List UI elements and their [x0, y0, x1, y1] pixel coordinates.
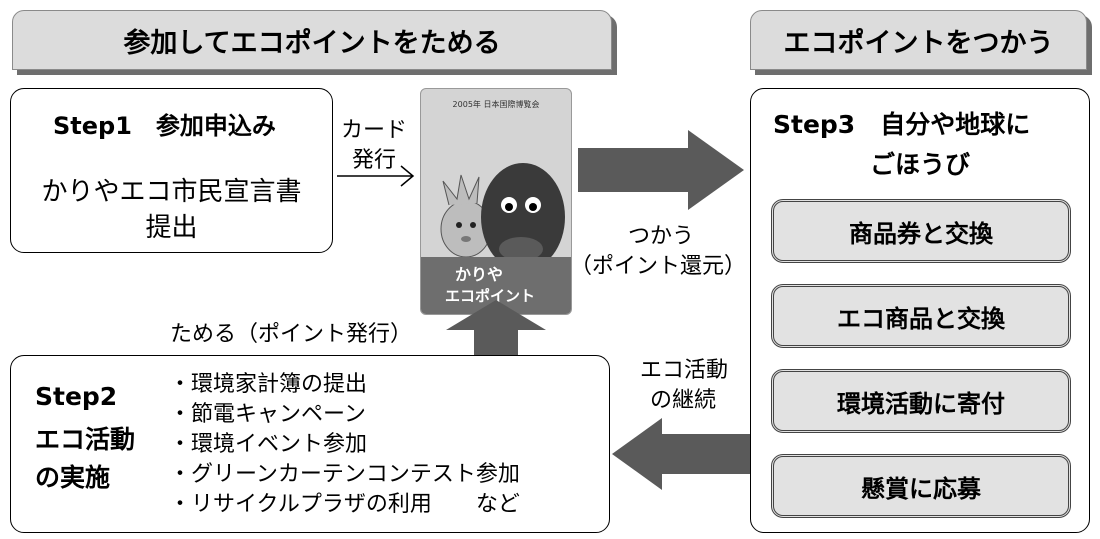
- card-logo-line1: かりや: [455, 265, 504, 284]
- step2-title-line1: Step2: [35, 382, 118, 411]
- step1-title: Step1 参加申込み: [53, 112, 276, 140]
- eco-point-card-image: 2005年 日本国際博覧会 かりや エコポイント: [420, 88, 572, 315]
- option-gift-certificate-label: 商品券と交換: [849, 219, 993, 248]
- save-label: ためる（ポイント発行）: [170, 322, 413, 347]
- list-item: ・節電キャンペーン: [169, 402, 366, 427]
- use-label-line2: （ポイント還元）: [570, 254, 747, 279]
- list-item: ・環境家計簿の提出: [169, 372, 368, 397]
- header-collect-points: 参加してエコポイントをためる: [12, 10, 612, 70]
- step2-box: Step2 エコ活動 の実施 ・環境家計簿の提出 ・節電キャンペーン ・環境イベ…: [10, 355, 610, 533]
- option-eco-product-label: エコ商品と交換: [837, 304, 1005, 333]
- continue-label-line2: の継続: [650, 388, 717, 413]
- save-arrow: [446, 300, 546, 356]
- step1-body-line2: 提出: [145, 213, 198, 243]
- list-item: ・グリーンカーテンコンテスト参加: [169, 462, 520, 487]
- use-label-line1: つかう: [628, 224, 695, 249]
- use-arrow: [578, 130, 744, 210]
- list-item: ・環境イベント参加: [169, 432, 368, 457]
- step2-title-line3: の実施: [35, 463, 111, 492]
- header-use-points-text: エコポイントをつかう: [783, 27, 1054, 59]
- step3-title-line2: ごほうび: [869, 150, 970, 179]
- option-prize-entry: 懸賞に応募: [771, 454, 1071, 518]
- step2-title-line2: エコ活動: [35, 425, 136, 454]
- step1-body-line1: かりやエコ市民宣言書: [41, 177, 302, 207]
- option-prize-entry-label: 懸賞に応募: [861, 474, 981, 503]
- option-donation-label: 環境活動に寄付: [837, 389, 1005, 418]
- card-issue-label-line1: カード: [341, 118, 408, 143]
- step2-activity-list: ・環境家計簿の提出 ・節電キャンペーン ・環境イベント参加 ・グリーンカーテンコ…: [169, 370, 520, 520]
- step3-box: Step3 自分や地球に ごほうび 商品券と交換 エコ商品と交換 環境活動に寄付…: [750, 88, 1090, 533]
- list-item: ・リサイクルプラザの利用 など: [169, 492, 520, 517]
- card-header-text: 2005年 日本国際博覧会: [452, 100, 540, 109]
- header-collect-points-text: 参加してエコポイントをためる: [123, 27, 501, 59]
- step1-box: Step1 参加申込み かりやエコ市民宣言書 提出: [10, 88, 333, 253]
- step3-title-line1: Step3 自分や地球に: [773, 110, 1031, 139]
- option-eco-product: エコ商品と交換: [771, 284, 1071, 348]
- card-logo-line2: エコポイント: [445, 287, 536, 305]
- continue-arrow: [612, 418, 752, 490]
- option-donation: 環境活動に寄付: [771, 369, 1071, 433]
- header-use-points: エコポイントをつかう: [750, 10, 1087, 70]
- card-issue-arrow: [337, 165, 415, 187]
- card-characters: [440, 163, 565, 271]
- card-issue-label-line2: 発行: [352, 148, 397, 173]
- continue-label-line1: エコ活動: [640, 358, 729, 383]
- option-gift-certificate: 商品券と交換: [771, 199, 1071, 263]
